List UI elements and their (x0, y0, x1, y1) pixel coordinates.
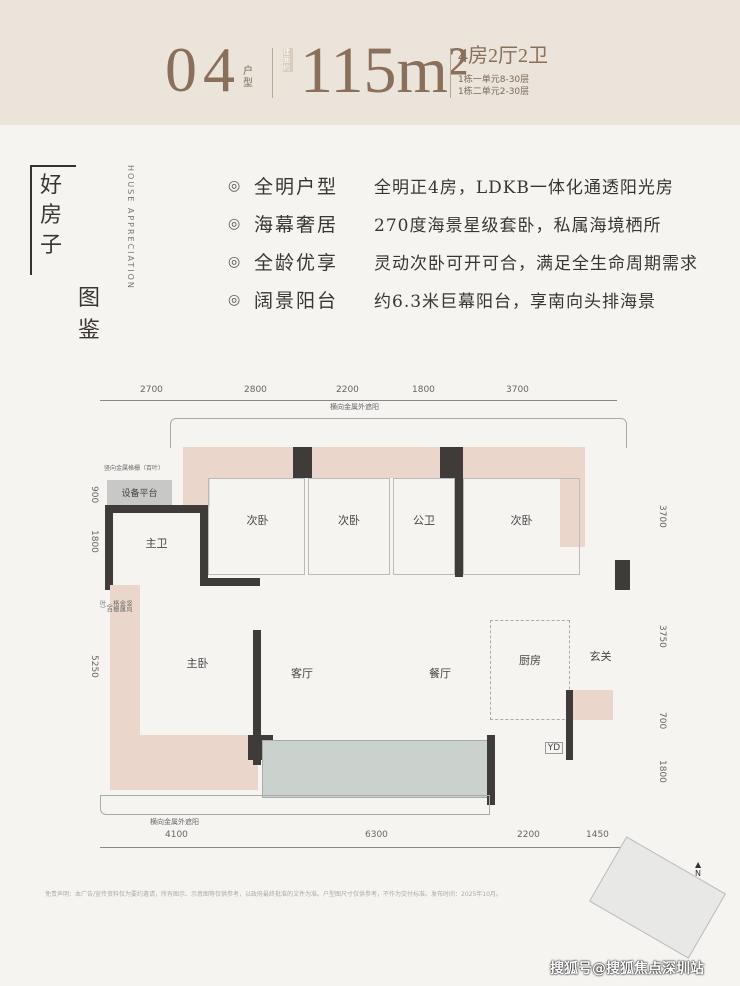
title-char: 子 (40, 233, 63, 258)
dim-right: 1800 (656, 760, 667, 783)
feature-row: ◎ 全龄优享 灵动次卧可开可合，满足全生命周期需求 (228, 248, 698, 275)
room-yd: YD (545, 742, 563, 754)
balcony (262, 740, 490, 798)
dim-top: 2200 (336, 385, 359, 395)
disclaimer: 免责声明：本广告/宣传资料仅为要约邀请，所有图示、示意图等仅供参考，以政府最终批… (45, 891, 502, 898)
room-bedroom: 次卧 (246, 514, 269, 527)
feature-row: ◎ 全明户型 全明正4房，LDKB一体化通透阳光房 (228, 172, 674, 199)
dim-top: 2800 (244, 385, 267, 395)
side-title: 好 房 子 图 鉴 HOUSE APPRECIATION (30, 165, 135, 345)
compass-north-label: N (695, 869, 701, 878)
feature-title: 全龄优享 (254, 252, 339, 274)
title-char: 好 (40, 173, 63, 198)
feature-desc: 全明正4房，LDKB一体化通透阳光房 (374, 178, 674, 198)
dim-right: 3700 (656, 505, 667, 528)
dim-top: 3700 (506, 385, 529, 395)
room-public-bath: 公卫 (413, 514, 435, 527)
room-living: 客厅 (291, 667, 313, 680)
feature-title: 阔景阳台 (254, 290, 339, 312)
dim-top: 2700 (140, 385, 163, 395)
area-label: 建面约 (283, 48, 293, 72)
feature-desc: 270度海景星级套卧，私属海境栖所 (374, 216, 662, 236)
layout: 4房2厅2卫 (458, 45, 548, 67)
room-dining: 餐厅 (429, 667, 451, 680)
feature-row: ◎ 海幕奢居 270度海景星级套卧，私属海境栖所 (228, 210, 661, 237)
divider (272, 48, 273, 98)
feature-title: 海幕奢居 (254, 214, 339, 236)
louver-label-left: 竖向金属格栅（百叶） (98, 600, 132, 612)
shade-label-top: 横向金属外遮阳 (330, 403, 379, 411)
site-map (588, 836, 727, 959)
room-bedroom: 次卧 (510, 514, 533, 527)
unit-label: 户型 (243, 66, 253, 89)
room-equipment-platform: 设备平台 (107, 480, 172, 505)
dim-bottom: 1450 (586, 830, 609, 840)
dim-left: 1800 (88, 530, 99, 553)
room-bedroom: 次卧 (338, 514, 360, 527)
circle-bullet-icon: ◎ (228, 291, 241, 308)
circle-bullet-icon: ◎ (228, 177, 241, 194)
title-char: 鉴 (78, 318, 101, 343)
feature-desc: 约6.3米巨幕阳台，享南向头排海景 (374, 292, 657, 312)
shade-label-bottom: 横向金属外遮阳 (150, 818, 199, 826)
feature-row: ◎ 阔景阳台 约6.3米巨幕阳台，享南向头排海景 (228, 286, 656, 313)
dim-left: 900 (88, 486, 99, 504)
title-char: 房 (40, 203, 63, 228)
feature-title: 全明户型 (254, 176, 339, 198)
room-master-bath: 主卫 (145, 537, 168, 550)
room-kitchen: 厨房 (519, 654, 541, 667)
room-master-bedroom: 主卧 (186, 657, 209, 670)
dim-right: 700 (656, 712, 667, 730)
circle-bullet-icon: ◎ (228, 253, 241, 270)
dim-bottom: 4100 (165, 830, 188, 840)
compass-icon: ▲N (695, 860, 702, 878)
english-title: HOUSE APPRECIATION (126, 165, 135, 290)
dim-top: 1800 (412, 385, 435, 395)
area-value: 115m² (300, 34, 468, 107)
building-1: 1栋一单元8-30层 (458, 75, 530, 85)
title-char: 图 (78, 286, 101, 311)
circle-bullet-icon: ◎ (228, 215, 241, 232)
dim-right: 3750 (656, 625, 667, 648)
unit-number: 04 (165, 34, 241, 105)
feature-desc: 灵动次卧可开可合，满足全生命周期需求 (374, 254, 698, 274)
dim-left: 5250 (88, 655, 99, 678)
header-banner: 04 户型 建面约 115m² 4房2厅2卫 1栋一单元8-30层 1栋二单元2… (0, 0, 740, 125)
building-2: 1栋二单元2-30层 (458, 87, 530, 97)
dim-bottom: 2200 (517, 830, 540, 840)
divider (450, 48, 451, 98)
dim-bottom: 6300 (365, 830, 388, 840)
room-entrance: 玄关 (589, 650, 612, 663)
watermark: 搜狐号@搜狐焦点深圳站 (550, 961, 704, 977)
louver-label-top: 竖向金属格栅（百叶） (104, 465, 165, 472)
